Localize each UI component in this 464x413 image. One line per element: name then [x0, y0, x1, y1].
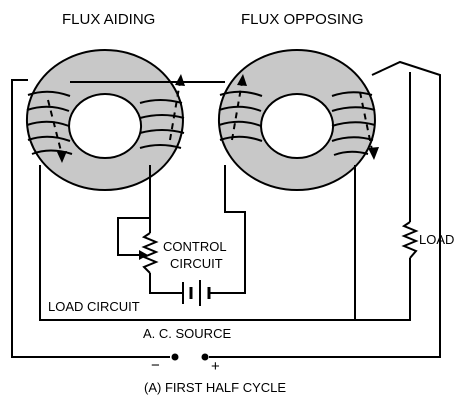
- circuit-wiring: [11, 60, 441, 358]
- flux-arrow-right-inner: [231, 81, 243, 141]
- control-battery: [182, 280, 211, 306]
- arrowhead-up-right-icon: [237, 74, 247, 86]
- plus-sign: +: [211, 358, 220, 375]
- figure-caption: (A) FIRST HALF CYCLE: [144, 380, 286, 395]
- left-toroid-control-winding: [139, 99, 185, 149]
- ac-source-label: A. C. SOURCE: [143, 326, 231, 341]
- ac-source-wire-left: [11, 79, 170, 358]
- control-wire-right: [209, 165, 246, 294]
- control-wire-left: [117, 165, 151, 256]
- arrowhead-up-left-icon: [175, 74, 185, 86]
- arrowhead-down-right-icon: [368, 147, 379, 160]
- load-label: LOAD: [419, 232, 454, 247]
- right-toroid-control-winding: [218, 90, 263, 142]
- control-rheostat: [141, 232, 159, 274]
- load-circuit-wire: [39, 165, 411, 321]
- load-circuit-label: LOAD CIRCUIT: [48, 299, 140, 314]
- flux-opposing-title: FLUX OPPOSING: [241, 11, 364, 28]
- left-toroid-core: [25, 49, 184, 191]
- flux-arrow-left-outer: [47, 99, 63, 156]
- right-toroid-load-winding: [331, 91, 376, 156]
- flux-arrows: [47, 81, 373, 156]
- ac-source-wire-right: [209, 60, 441, 358]
- flux-arrow-right-outer: [359, 91, 373, 151]
- load-resistor: [401, 221, 419, 259]
- right-toroid-core: [217, 49, 376, 191]
- rheostat-wiper-arrow-icon: [139, 250, 148, 260]
- flux-arrow-left-inner: [169, 81, 181, 141]
- minus-sign: −: [151, 357, 160, 374]
- ac-terminal-negative: [171, 353, 179, 361]
- circuit-label: CIRCUIT: [170, 256, 223, 271]
- flux-aiding-title: FLUX AIDING: [62, 11, 155, 28]
- arrowhead-down-left-icon: [57, 151, 67, 163]
- ac-terminal-positive: [201, 353, 209, 361]
- left-toroid-load-winding: [26, 90, 73, 155]
- control-label: CONTROL: [163, 239, 227, 254]
- rheostat-lead-bottom: [149, 273, 183, 294]
